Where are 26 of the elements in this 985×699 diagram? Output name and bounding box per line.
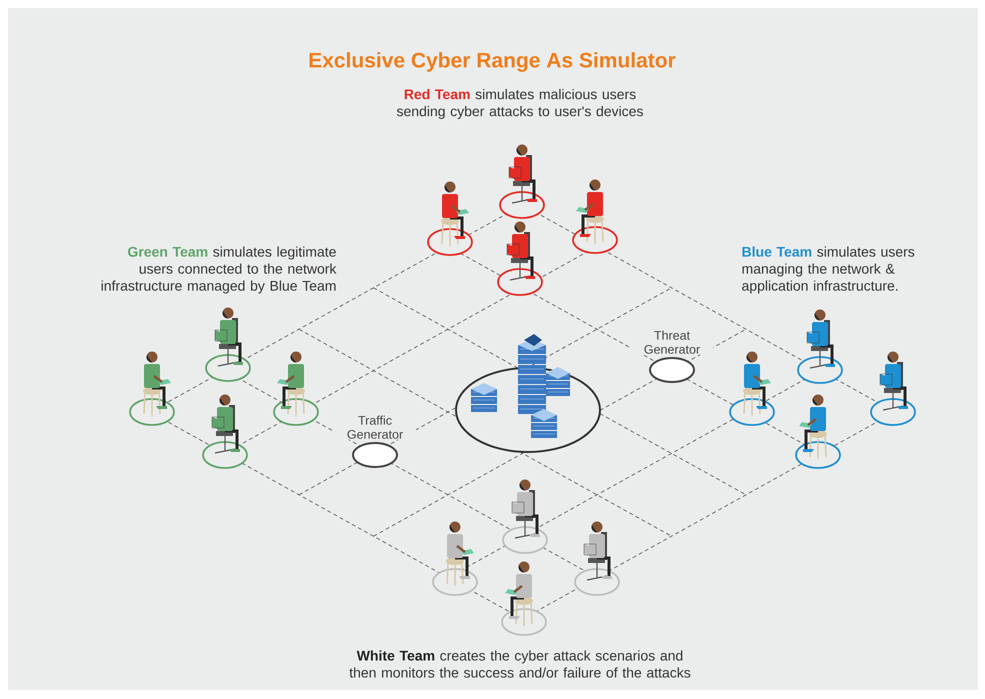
seated-person [572, 180, 618, 254]
seated-person [795, 394, 841, 469]
generator-label: Traffic Generator [334, 414, 416, 440]
generator-label: Threat Generator [631, 330, 713, 355]
seated-person [870, 352, 916, 426]
seated-person [432, 522, 478, 596]
seated-person [502, 480, 548, 554]
seated-person [797, 310, 843, 384]
server-drawing [455, 334, 601, 453]
title: Exclusive Cyber Range As Simulator [310, 52, 676, 72]
seated-person [574, 522, 620, 596]
seated-person [427, 182, 473, 256]
generator-ellipse [352, 442, 398, 468]
team-description: Green Team simulates legitimate users connected to the network infrastructure managed by Blue Team [102, 246, 336, 294]
team-description: White Team creates the cyber attack scenarios and then monitors the success and/or failure of the attacks [349, 650, 690, 678]
seated-person [205, 308, 251, 382]
seated-person [202, 394, 248, 469]
seated-person [501, 562, 547, 636]
seated-person [497, 222, 543, 296]
seated-person [499, 144, 545, 219]
seated-person [273, 352, 319, 426]
team-description: Red Team simulates malicious users sending cyber attacks to user's devices [396, 88, 643, 120]
generator-ellipse [649, 357, 695, 383]
team-description: Blue Team simulates users managing the network & application infrastructure. [742, 246, 914, 294]
seated-person [729, 352, 775, 426]
seated-person [129, 352, 175, 426]
